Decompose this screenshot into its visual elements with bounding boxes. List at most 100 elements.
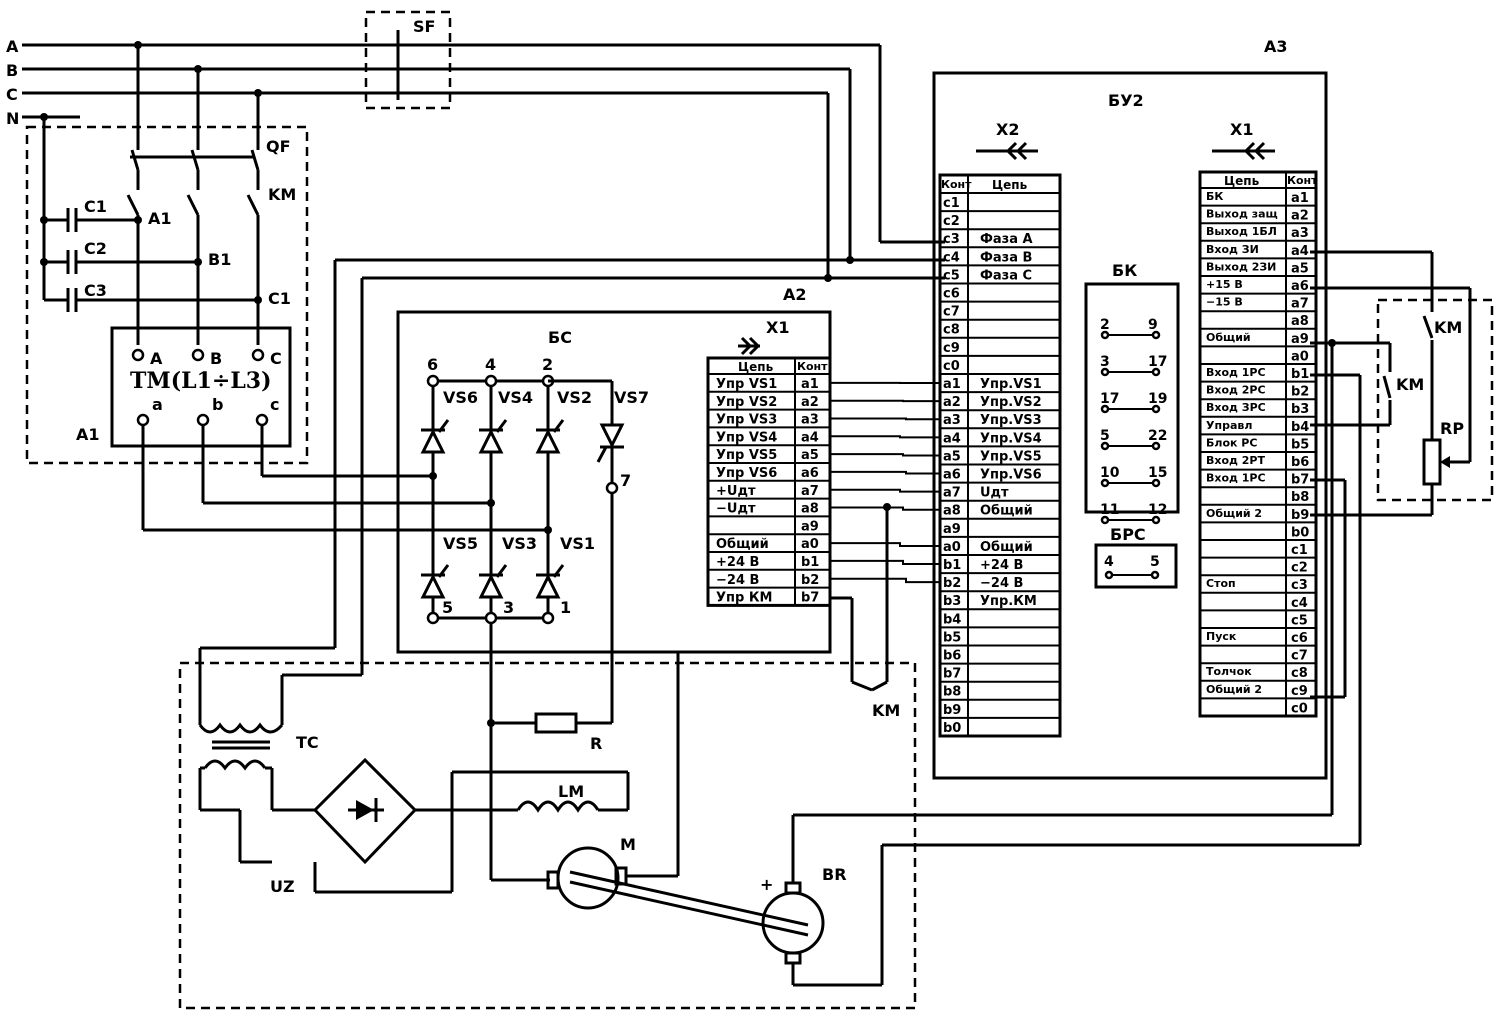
x1-row-circuit: Стоп xyxy=(1206,577,1236,590)
x1-row-circuit: БК xyxy=(1206,190,1223,203)
x1-row-contact: c2 xyxy=(1291,561,1308,576)
label-BK: БК xyxy=(1112,261,1137,280)
bk-pin-left: 2 xyxy=(1100,317,1110,333)
x1-row-circuit: Пуск xyxy=(1206,630,1237,643)
x2-row-circuit: Фаза С xyxy=(980,268,1032,283)
x2-hdr-contact: Конт xyxy=(941,178,972,191)
tm-term-B: B xyxy=(210,349,222,368)
x2-row-contact: a7 xyxy=(943,486,961,501)
x1-row-contact: b4 xyxy=(1291,420,1309,435)
x1-row-contact: a4 xyxy=(1291,244,1309,259)
x2-row-contact: c1 xyxy=(943,196,960,211)
x2-row-circuit: +24 В xyxy=(980,558,1023,573)
x1-row-contact: c1 xyxy=(1291,543,1308,558)
bk-pin-right: 15 xyxy=(1148,465,1167,481)
label-VS5: VS5 xyxy=(443,534,478,553)
x2-row-circuit: Упр.КМ xyxy=(980,594,1037,609)
x2-row-contact: b6 xyxy=(943,649,961,664)
a2-row-circuit: Упр VS1 xyxy=(716,377,777,392)
x2-row-circuit: Uдт xyxy=(980,486,1009,501)
x2-row-circuit: Общий xyxy=(980,504,1033,519)
x2-row-contact: a6 xyxy=(943,468,961,483)
a2-row-contact: b1 xyxy=(801,555,819,570)
x1-row-contact: a3 xyxy=(1291,226,1309,241)
x2-row-contact: b7 xyxy=(943,667,961,682)
x2-row-contact: a4 xyxy=(943,431,961,446)
x1-row-circuit: +15 В xyxy=(1206,278,1243,291)
x2-row-contact: c2 xyxy=(943,214,960,229)
a2-row-contact: a0 xyxy=(801,537,819,552)
tm-title: TM(L1÷L3) xyxy=(130,368,272,394)
bk-pin-left: 17 xyxy=(1100,391,1119,407)
x1-row-contact: a2 xyxy=(1291,209,1309,224)
x2-row-contact: c9 xyxy=(943,341,960,356)
bk-pin-left: 11 xyxy=(1100,502,1119,518)
node-6: 6 xyxy=(427,355,438,374)
x2-row-contact: b2 xyxy=(943,576,961,591)
x1-row-circuit: Вход 1РС xyxy=(1206,472,1266,485)
label-LM: LM xyxy=(558,782,584,801)
x2-row-contact: b8 xyxy=(943,685,961,700)
x2-row-contact: a1 xyxy=(943,377,961,392)
phase-label-N: N xyxy=(6,109,19,128)
x1-row-contact: c3 xyxy=(1291,578,1308,593)
label-B1-node: B1 xyxy=(208,250,231,269)
thyristor-VS1 xyxy=(535,564,565,599)
thyristor-VS6 xyxy=(420,419,450,454)
x2-row-contact: a8 xyxy=(943,504,961,519)
control-block-RP: KM KM RP xyxy=(1310,250,1494,845)
label-A1-block: A1 xyxy=(76,425,100,444)
phase-label-C: C xyxy=(6,85,18,104)
tm-term-c: c xyxy=(270,395,279,414)
brs-pin-a: 4 xyxy=(1104,554,1114,570)
x1-row-contact: a1 xyxy=(1291,191,1309,206)
thyristor-VS5 xyxy=(420,564,450,599)
bk-pin-right: 19 xyxy=(1148,391,1167,407)
x1-row-contact: c5 xyxy=(1291,613,1308,628)
phase-label-A: A xyxy=(6,37,19,56)
tm-term-A: A xyxy=(150,349,163,368)
a2-hdr-circuit: Цепь xyxy=(738,360,774,374)
x1-row-contact: a7 xyxy=(1291,297,1309,312)
x1-row-contact: c6 xyxy=(1291,631,1308,646)
label-plus: + xyxy=(760,875,773,894)
x2-row-contact: b1 xyxy=(943,558,961,573)
a2-row-contact: a1 xyxy=(801,377,819,392)
x2-row-circuit: Упр.VS1 xyxy=(980,377,1042,392)
phase-bus: A B C N xyxy=(6,37,395,128)
a2-row-contact: b2 xyxy=(801,573,819,588)
x1-row-circuit: Вход ЗИ xyxy=(1206,243,1259,256)
label-cap-C1: C1 xyxy=(84,197,107,216)
x1-row-circuit: Управл xyxy=(1206,419,1252,432)
x1-row-contact: b3 xyxy=(1291,402,1309,417)
bk-pin-left: 10 xyxy=(1100,465,1120,481)
x1-row-circuit: Выход 2ЗИ xyxy=(1206,260,1276,273)
bk-pin-right: 22 xyxy=(1148,428,1167,444)
phase-label-B: B xyxy=(6,61,18,80)
a2-row-circuit: Упр VS5 xyxy=(716,448,777,463)
x1-row-contact: b0 xyxy=(1291,525,1309,540)
x1-row-circuit: Толчок xyxy=(1206,665,1252,678)
x1-row-contact: c9 xyxy=(1291,684,1308,699)
node-1: 1 xyxy=(560,598,571,617)
label-SF: SF xyxy=(413,17,435,36)
x2-row-circuit: Фаза В xyxy=(980,250,1032,265)
label-TC: TC xyxy=(296,733,319,752)
bk-pin-right: 9 xyxy=(1148,317,1158,333)
x1-row-circuit: Вход 2РТ xyxy=(1206,454,1265,467)
a2-row-circuit: Общий xyxy=(716,537,769,552)
phase-feeds-x2 xyxy=(198,256,945,725)
label-X1-A2: X1 xyxy=(766,318,789,337)
label-UZ: UZ xyxy=(270,877,295,896)
x1-row-contact: a6 xyxy=(1291,279,1309,294)
x2-row-contact: b4 xyxy=(943,612,961,627)
x1-hdr-contact: Конт xyxy=(1287,174,1318,187)
x2-row-contact: a9 xyxy=(943,522,961,537)
x1-row-contact: b5 xyxy=(1291,437,1309,452)
label-VS3: VS3 xyxy=(502,534,537,553)
a2-row-circuit: +Uдт xyxy=(716,484,756,499)
label-A2: A2 xyxy=(783,285,807,304)
x1-row-contact: a5 xyxy=(1291,261,1309,276)
